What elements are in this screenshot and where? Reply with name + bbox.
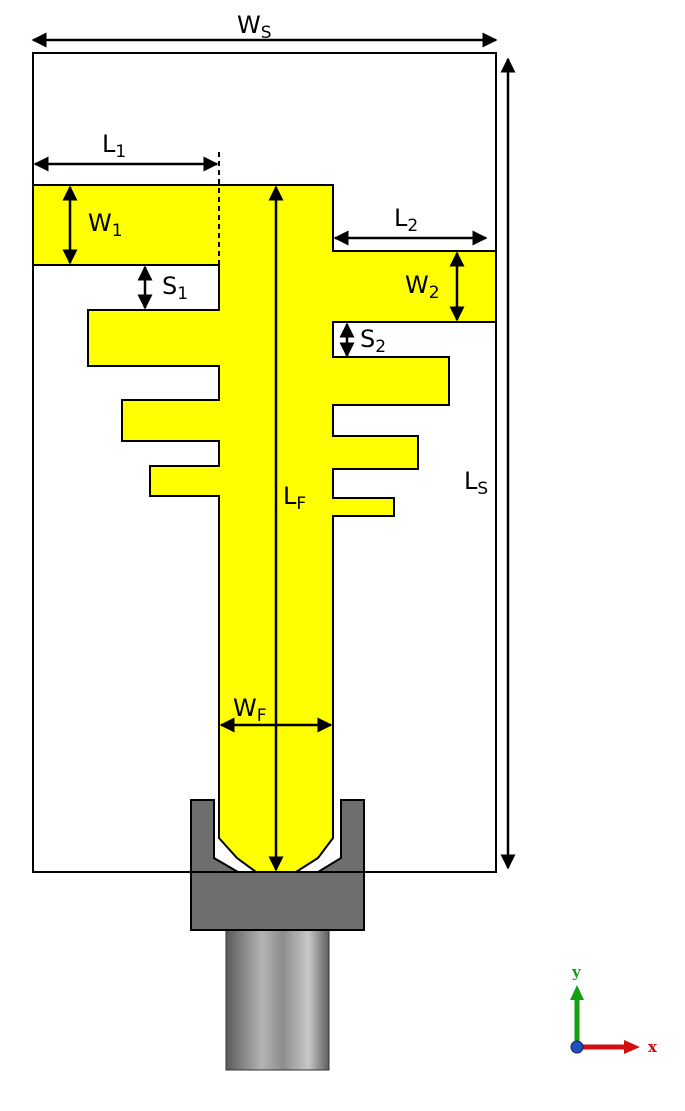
ls-label: LS bbox=[464, 467, 488, 499]
axis-triad: x y bbox=[570, 963, 658, 1056]
connector-flange bbox=[190, 871, 365, 931]
l2-label: L2 bbox=[394, 204, 418, 236]
z-axis-dot bbox=[570, 1040, 584, 1054]
x-axis-arrowhead bbox=[624, 1040, 640, 1054]
x-axis-label: x bbox=[648, 1038, 658, 1056]
lf-label: LF bbox=[283, 482, 306, 514]
w1-label: W1 bbox=[88, 209, 123, 241]
y-axis-arrowhead bbox=[570, 985, 584, 1000]
connector-cylinder bbox=[225, 929, 330, 1071]
s1-label: S1 bbox=[162, 272, 188, 304]
connector-pins bbox=[190, 799, 365, 873]
radiating-patch bbox=[32, 184, 497, 873]
l1-label: L1 bbox=[102, 130, 126, 162]
w2-label: W2 bbox=[405, 271, 440, 303]
s2-label: S2 bbox=[360, 325, 386, 357]
y-axis-label: y bbox=[571, 963, 582, 981]
ws-label: WS bbox=[237, 11, 272, 43]
wf-label: WF bbox=[233, 694, 267, 726]
